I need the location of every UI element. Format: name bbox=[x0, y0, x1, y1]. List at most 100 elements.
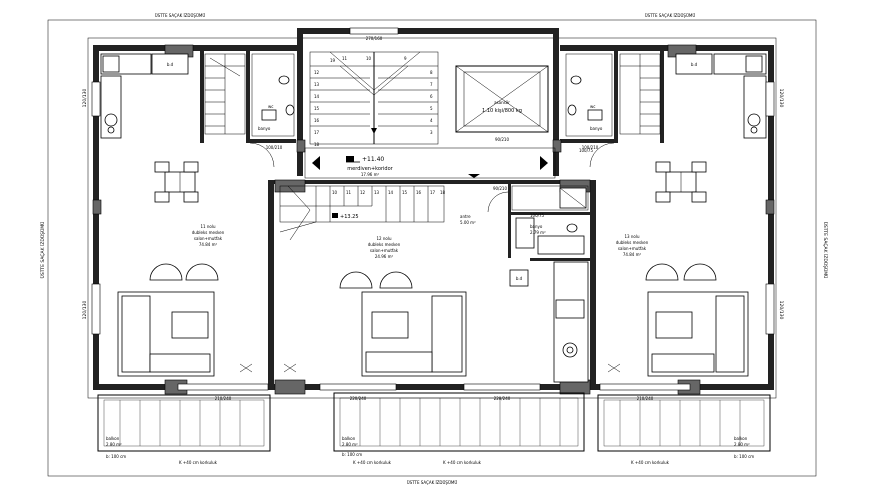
left-door-label: 100/210 bbox=[266, 145, 283, 150]
roof-label-right: ÜSTTE SAÇAK İZDÜŞÜMÜ bbox=[822, 222, 829, 279]
middle-balcony bbox=[333, 392, 585, 452]
middle-window-label: 220/240 bbox=[350, 396, 367, 401]
left-door-swing bbox=[249, 142, 275, 168]
left-sofa bbox=[117, 291, 215, 377]
ventilation-arrow-icon-left bbox=[239, 363, 253, 373]
middle-balcony-area: 2.80 m² bbox=[342, 442, 358, 447]
svg-text:4: 4 bbox=[430, 118, 433, 123]
middle-elevation: +13.25 bbox=[340, 214, 359, 220]
right-balcony-window-label: 210/240 bbox=[637, 396, 654, 401]
middle-wc-label: banyo bbox=[530, 224, 543, 229]
right-room-area: 74.84 m² bbox=[623, 252, 642, 257]
svg-text:18: 18 bbox=[440, 190, 446, 195]
triangle-icon bbox=[468, 174, 480, 178]
left-balcony bbox=[97, 394, 271, 452]
svg-text:15: 15 bbox=[314, 106, 320, 111]
stair-window-label: 270/160 bbox=[366, 36, 383, 41]
svg-text:17: 17 bbox=[314, 130, 320, 135]
right-armchairs bbox=[645, 263, 717, 281]
left-room-desc2: salon+mutfak bbox=[194, 236, 223, 241]
left-room-desc1: dubleks mesken bbox=[192, 230, 225, 235]
stair-hall-elevation: +11.40 bbox=[362, 156, 384, 163]
arrow-icon-right bbox=[540, 156, 548, 170]
left-dining-table bbox=[154, 161, 199, 203]
svg-text:6: 6 bbox=[430, 94, 433, 99]
left-side-window-1: 120/130 bbox=[82, 89, 88, 108]
left-bathroom bbox=[251, 53, 295, 137]
middle-level-marker-icon bbox=[332, 213, 338, 218]
left-balcony-window bbox=[177, 383, 269, 391]
right-kitchen-counter bbox=[675, 53, 767, 139]
svg-text:15: 15 bbox=[402, 190, 408, 195]
middle-wc-area: 2.79 m² bbox=[530, 230, 546, 235]
main-staircase: 14 15 16 17 13 12 10 11 8 7 6 5 4 3 9 18… bbox=[309, 51, 439, 147]
svg-text:10: 10 bbox=[332, 190, 338, 195]
left-sill-label: K +40 cm korkuluk bbox=[179, 460, 218, 465]
right-room-desc2: salon+mutfak bbox=[618, 246, 647, 251]
svg-text:5: 5 bbox=[430, 106, 433, 111]
elevator-door-label: 90/210 bbox=[495, 137, 510, 142]
svg-text:12: 12 bbox=[314, 70, 320, 75]
roof-label-top-left: ÜSTTE SAÇAK İZDÜŞÜMÜ bbox=[155, 13, 206, 18]
left-unit-stair bbox=[204, 53, 246, 135]
svg-text:16: 16 bbox=[314, 118, 320, 123]
right-side-window-2-frame bbox=[765, 283, 775, 335]
stair-hall-name: merdiven+koridor bbox=[347, 166, 393, 172]
left-fridge-label: b.d bbox=[167, 62, 174, 67]
left-room-name: 11 nolu bbox=[201, 224, 216, 229]
svg-text:17: 17 bbox=[430, 190, 436, 195]
roof-label-left: ÜSTTE SAÇAK İZDÜŞÜMÜ bbox=[39, 222, 46, 279]
svg-text:11: 11 bbox=[342, 56, 348, 61]
svg-text:16: 16 bbox=[416, 190, 422, 195]
middle-sill-right: K +40 cm korkuluk bbox=[443, 460, 482, 465]
left-balcony-dim: b: 100 cm bbox=[106, 454, 126, 459]
arrow-icon-left bbox=[312, 156, 320, 170]
elevator-label: asansör bbox=[494, 100, 510, 105]
right-room-desc1: dubleks mesken bbox=[616, 240, 649, 245]
right-bathroom bbox=[565, 53, 613, 137]
right-balcony-dim: b: 100 cm bbox=[734, 454, 754, 459]
left-balcony-label: balkon bbox=[106, 436, 120, 441]
middle-sill-left: K +40 cm korkuluk bbox=[353, 460, 392, 465]
svg-text:8: 8 bbox=[430, 70, 433, 75]
left-side-window-2: 120/130 bbox=[82, 301, 88, 320]
middle-fridge-label: b.d bbox=[516, 276, 523, 281]
middle-balcony-window-left bbox=[319, 383, 397, 391]
right-side-window-1-frame bbox=[765, 81, 775, 117]
middle-room-desc2: salon+mutfak bbox=[370, 248, 399, 253]
right-side-window-1: 120/130 bbox=[778, 89, 784, 108]
svg-text:19: 19 bbox=[330, 58, 336, 63]
svg-text:18: 18 bbox=[314, 142, 320, 147]
roof-label-top-right: ÜSTTE SAÇAK İZDÜŞÜMÜ bbox=[645, 13, 696, 18]
middle-door-label: 90/210 bbox=[493, 186, 508, 191]
ventilation-arrow-icon-middle bbox=[283, 363, 297, 373]
right-door-swing bbox=[589, 142, 615, 168]
right-fridge-label: b.d bbox=[691, 62, 698, 67]
right-dining-table bbox=[655, 161, 707, 203]
svg-text:11: 11 bbox=[346, 190, 352, 195]
right-bath-label: banyo bbox=[590, 126, 603, 131]
elevator-shaft bbox=[455, 65, 549, 133]
middle-room-area: 24.96 m² bbox=[375, 254, 394, 259]
right-sofa bbox=[647, 291, 749, 377]
left-side-window-1-frame bbox=[91, 81, 101, 117]
svg-text:14: 14 bbox=[388, 190, 394, 195]
middle-window-label-2: 220/240 bbox=[494, 396, 511, 401]
middle-balcony-dim: b: 100 cm bbox=[342, 452, 362, 457]
stair-hall-corridor bbox=[304, 147, 556, 179]
right-balcony bbox=[597, 394, 771, 452]
middle-room-name: 12 nolu bbox=[377, 236, 392, 241]
right-balcony-window bbox=[599, 383, 691, 391]
svg-text:13: 13 bbox=[374, 190, 380, 195]
left-balcony-area: 2.80 m² bbox=[106, 442, 122, 447]
svg-text:10: 10 bbox=[366, 56, 372, 61]
left-side-window-2-frame bbox=[91, 283, 101, 335]
middle-sofa bbox=[361, 291, 467, 377]
middle-small-window-label: 100/75 bbox=[530, 213, 545, 218]
middle-room-desc1: dubleks mesken bbox=[368, 242, 401, 247]
left-bath-label: banyo bbox=[258, 126, 271, 131]
middle-unit-stair bbox=[279, 185, 445, 241]
svg-text:14: 14 bbox=[314, 94, 320, 99]
middle-bathroom bbox=[511, 185, 589, 255]
middle-armchairs bbox=[339, 271, 413, 289]
